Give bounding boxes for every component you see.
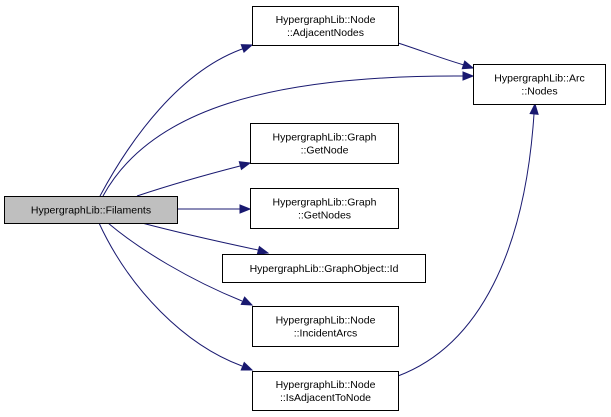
- node-label: HypergraphLib::Node: [276, 379, 376, 391]
- node-label: ::GetNode: [301, 145, 349, 157]
- edge-is-adjacent-to-node-to-arc-nodes: [397, 102, 539, 377]
- node-box[interactable]: [250, 188, 399, 229]
- edge-line: [99, 47, 246, 197]
- node-label: HypergraphLib::Arc: [494, 73, 584, 85]
- edge-filaments-to-graph-getnode: [136, 161, 252, 197]
- arrowhead-icon: [240, 361, 254, 371]
- edge-line: [102, 75, 464, 197]
- arrowhead-icon: [529, 102, 539, 115]
- arrowhead-icon: [256, 245, 270, 255]
- node-incident-arcs[interactable]: HypergraphLib::Node::IncidentArcs: [252, 306, 399, 347]
- node-graphobject-id[interactable]: HypergraphLib::GraphObject::Id: [222, 254, 426, 283]
- node-graph-getnode[interactable]: HypergraphLib::Graph::GetNode: [250, 123, 399, 164]
- node-box[interactable]: [4, 196, 178, 224]
- edge-filaments-to-graph-getnodes: [177, 204, 252, 214]
- node-arc-nodes[interactable]: HypergraphLib::Arc::Nodes: [473, 64, 606, 105]
- node-box[interactable]: [250, 123, 399, 164]
- node-adjacent-nodes[interactable]: HypergraphLib::Node::AdjacentNodes: [252, 6, 399, 46]
- node-box[interactable]: [252, 306, 399, 347]
- node-label: HypergraphLib::Node: [276, 14, 376, 26]
- edge-line: [397, 113, 535, 377]
- node-label: ::IsAdjacentToNode: [280, 392, 371, 404]
- edge-filaments-to-arc-nodes: [102, 71, 475, 197]
- node-box[interactable]: [222, 254, 426, 283]
- node-label: ::GetNodes: [298, 210, 351, 222]
- node-box[interactable]: [252, 6, 399, 46]
- node-filaments[interactable]: HypergraphLib::Filaments: [4, 196, 178, 224]
- node-is-adjacent-to-node[interactable]: HypergraphLib::Node::IsAdjacentToNode: [252, 371, 399, 411]
- node-box[interactable]: [252, 371, 399, 411]
- arrowhead-icon: [238, 161, 252, 171]
- node-label: ::AdjacentNodes: [287, 27, 364, 39]
- node-label: HypergraphLib::Graph: [273, 132, 377, 144]
- arrowhead-icon: [239, 204, 252, 214]
- edge-adjacent-nodes-to-arc-nodes: [397, 42, 475, 70]
- edge-filaments-to-is-adjacent-to-node: [98, 222, 254, 371]
- arrowhead-icon: [240, 296, 254, 306]
- node-label: HypergraphLib::Filaments: [31, 205, 151, 217]
- node-graph-getnodes[interactable]: HypergraphLib::Graph::GetNodes: [250, 188, 399, 229]
- arrowhead-icon: [462, 71, 475, 81]
- node-label: ::IncidentArcs: [294, 328, 358, 340]
- edge-line: [107, 222, 243, 302]
- node-label: ::Nodes: [521, 86, 557, 98]
- arrowhead-icon: [240, 44, 254, 54]
- arrowhead-icon: [461, 60, 475, 70]
- edge-line: [98, 222, 243, 367]
- edge-filaments-to-graphobject-id: [141, 222, 270, 255]
- node-label: HypergraphLib::GraphObject::Id: [250, 263, 399, 275]
- node-label: HypergraphLib::Graph: [273, 197, 377, 209]
- edge-filaments-to-incident-arcs: [107, 222, 254, 306]
- edge-line: [397, 42, 465, 66]
- edge-line: [141, 222, 259, 251]
- edge-filaments-to-adjacent-nodes: [99, 44, 254, 197]
- edge-line: [136, 165, 241, 197]
- node-box[interactable]: [473, 64, 606, 105]
- node-label: HypergraphLib::Node: [276, 315, 376, 327]
